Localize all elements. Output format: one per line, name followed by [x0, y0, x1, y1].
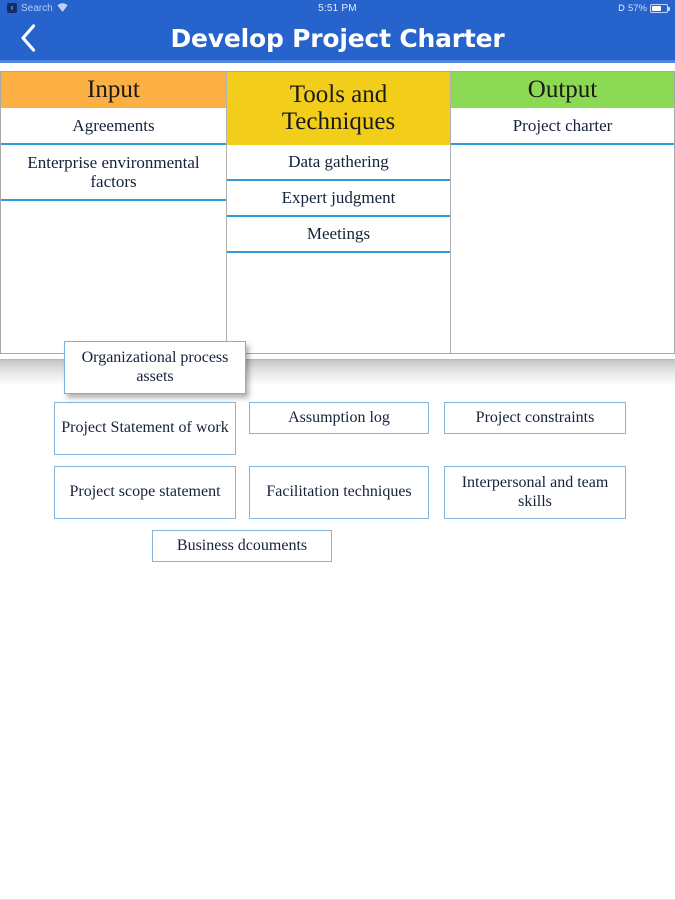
- matrix-cell-enterprise-environmental-factors: Enterprise environmental factors: [1, 145, 226, 201]
- status-bar-clock: 5:51 PM: [318, 2, 357, 14]
- column-header-input: Input: [1, 72, 226, 108]
- option-card-row: Project Statement of work Assumption log…: [0, 402, 675, 455]
- matrix-columns: Input Agreements Enterprise environmenta…: [0, 71, 675, 354]
- matrix-column-output: Output Project charter: [450, 71, 675, 354]
- matrix-cell-meetings: Meetings: [227, 217, 450, 253]
- option-card-interpersonal-and-team-skills[interactable]: Interpersonal and team skills: [444, 466, 626, 519]
- battery-fill: [652, 5, 662, 11]
- itto-matrix: Input Agreements Enterprise environmenta…: [0, 63, 675, 394]
- matrix-column-tools-and-techniques: Tools and Techniques Data gathering Expe…: [226, 71, 450, 354]
- matrix-cell-data-gathering: Data gathering: [227, 145, 450, 181]
- column-header-tools-and-techniques: Tools and Techniques: [227, 72, 450, 145]
- status-bar-right: Ⅾ 57%: [618, 2, 670, 14]
- status-bar: ‹ Search 5:51 PM Ⅾ 57%: [0, 0, 675, 16]
- page-title: Develop Project Charter: [170, 23, 505, 53]
- status-bar-left: ‹ Search: [7, 3, 68, 14]
- status-bar-search-label: Search: [21, 2, 53, 14]
- matrix-column-input: Input Agreements Enterprise environmenta…: [0, 71, 226, 354]
- option-card-facilitation-techniques[interactable]: Facilitation techniques: [249, 466, 429, 519]
- battery-icon: [650, 3, 670, 13]
- option-card-project-scope-statement[interactable]: Project scope statement: [54, 466, 236, 519]
- wifi-icon: [57, 3, 68, 13]
- dragged-card-organizational-process-assets[interactable]: Organizational process assets: [64, 341, 246, 394]
- option-card-business-documents[interactable]: Business dcouments: [152, 530, 332, 562]
- battery-percent-label: 57%: [627, 2, 647, 14]
- option-card-assumption-log[interactable]: Assumption log: [249, 402, 429, 434]
- option-card-tray: Project Statement of work Assumption log…: [0, 402, 675, 573]
- option-card-project-statement-of-work[interactable]: Project Statement of work: [54, 402, 236, 455]
- bluetooth-icon: Ⅾ: [618, 2, 625, 13]
- option-card-project-constraints[interactable]: Project constraints: [444, 402, 626, 434]
- navigation-bar: Develop Project Charter: [0, 16, 675, 60]
- option-card-row: Project scope statement Facilitation tec…: [0, 466, 675, 519]
- nav-bottom-accent: [0, 60, 675, 63]
- matrix-cell-expert-judgment: Expert judgment: [227, 181, 450, 217]
- app-switcher-back-icon[interactable]: ‹: [7, 3, 17, 13]
- matrix-cell-agreements: Agreements: [1, 108, 226, 145]
- column-header-output: Output: [451, 72, 674, 108]
- chevron-left-icon: [19, 23, 37, 53]
- matrix-cell-project-charter: Project charter: [451, 108, 674, 145]
- back-button[interactable]: [6, 16, 50, 60]
- option-card-row: Business dcouments: [0, 530, 675, 562]
